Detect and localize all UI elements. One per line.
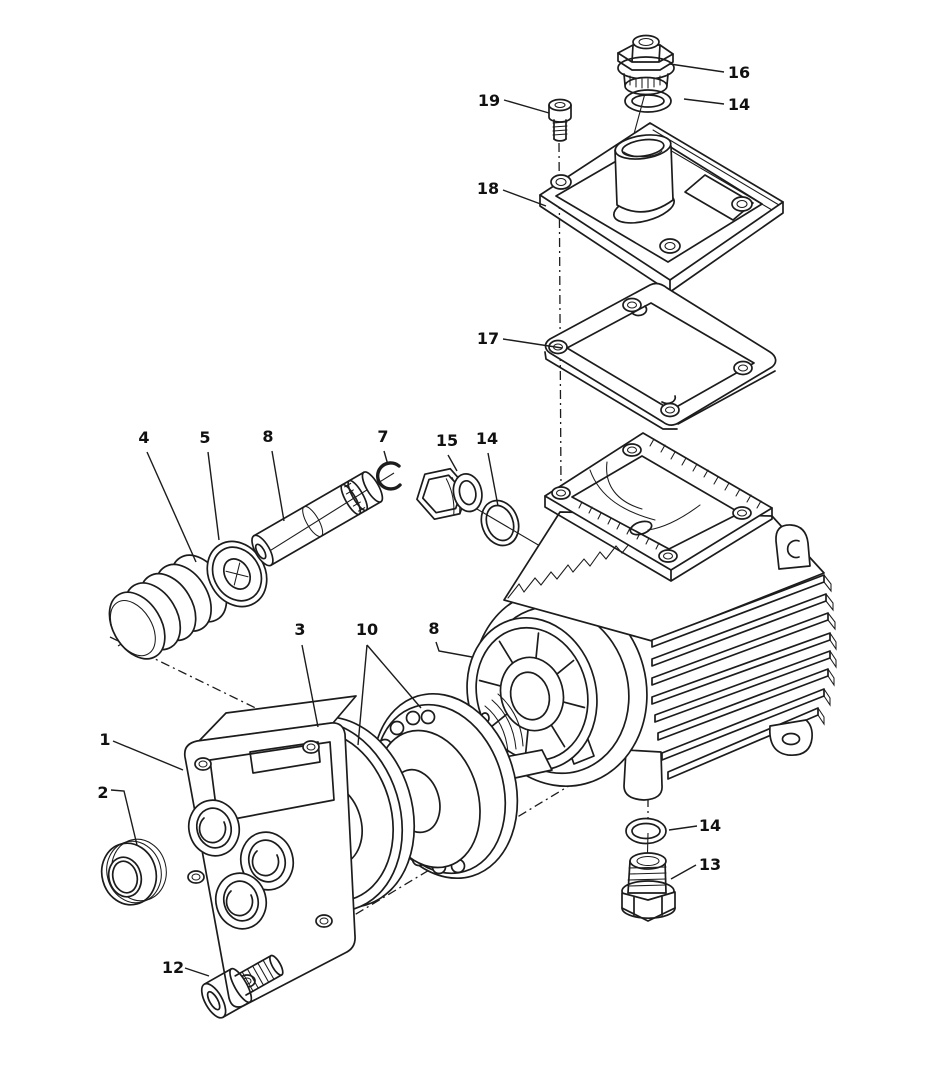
part-callout-19: 19	[478, 91, 500, 110]
leader-line-part-5-6-0	[207, 451, 220, 541]
part-15-side-plug	[416, 467, 483, 521]
leader-line-part-7-8-0	[383, 450, 389, 466]
part-14-oring-side	[480, 499, 520, 547]
bearing-spokes	[478, 632, 586, 756]
part-callout-7: 7	[377, 427, 388, 446]
part-4-spring	[108, 554, 228, 660]
part-7-circlip	[375, 461, 402, 491]
drain-boss	[623, 749, 663, 801]
leader-line-part-8-13-0	[435, 641, 473, 658]
leader-line-part-15-9-0	[447, 454, 458, 472]
part-callout-1: 1	[99, 730, 110, 749]
mounting-foot	[768, 719, 813, 757]
leader-line-part-17-4-0	[502, 338, 563, 349]
part-callout-16: 16	[728, 63, 750, 82]
leader-line-part-10-12-0	[357, 644, 368, 746]
part-callout-5: 5	[199, 428, 210, 447]
flange-serration	[578, 438, 762, 550]
part-13-drain-plug	[621, 852, 676, 922]
part-18-valve-cover	[539, 122, 784, 293]
part-callout-15: 15	[436, 431, 458, 450]
part-callout-3: 3	[294, 620, 305, 639]
leader-line-part-18-3-0	[502, 189, 547, 207]
part-callout-2: 2	[97, 783, 108, 802]
leader-line-part-10-12-1	[366, 644, 422, 709]
part-8-piston-pin	[251, 471, 384, 567]
part-callout-17: 17	[477, 329, 499, 348]
part-callout-4: 4	[138, 428, 149, 447]
leader-line-part-4-5-0	[146, 451, 197, 563]
leader-line-part-1-14-0	[112, 740, 184, 771]
leader-line-part-14-10-0	[487, 452, 499, 507]
part-callout-14: 14	[476, 429, 498, 448]
part-14-oring-top	[624, 89, 672, 113]
leader-line-part-19-0-0	[503, 99, 550, 114]
part-callout-18: 18	[477, 179, 499, 198]
part-2-seal-ring	[100, 838, 167, 906]
part-callout-13: 13	[699, 855, 721, 874]
part-1-pump-head	[183, 695, 357, 1008]
leader-line-part-14-2-0	[683, 98, 725, 105]
part-8-bearing	[466, 616, 598, 779]
part-callout-14: 14	[728, 95, 750, 114]
leader-line-part-8-7-0	[271, 450, 285, 522]
leader-line-part-12-16-0	[184, 967, 210, 977]
part-5-washer	[206, 540, 268, 608]
part-callout-8: 8	[428, 619, 439, 638]
part-16-filler-cap	[617, 34, 675, 96]
part-callout-14: 14	[699, 816, 721, 835]
leader-line-part-16-1-0	[669, 63, 725, 73]
leader-line-part-3-11-0	[301, 644, 319, 728]
leader-line-part-14-17-0	[668, 825, 698, 831]
part-17-gasket	[544, 282, 777, 430]
valve-flange	[544, 432, 773, 582]
part-12-cap-screw	[200, 954, 284, 1019]
part-14-oring-bottom	[625, 817, 667, 845]
part-19-cover-screw	[548, 98, 572, 142]
part-callout-12: 12	[162, 958, 184, 977]
part-callout-8: 8	[262, 427, 273, 446]
leader-line-part-13-18-0	[670, 864, 697, 880]
cylinder-bores	[187, 799, 295, 930]
mounting-lug	[775, 524, 811, 570]
part-callout-10: 10	[356, 620, 378, 639]
leader-line-part-2-15-0	[110, 789, 138, 846]
